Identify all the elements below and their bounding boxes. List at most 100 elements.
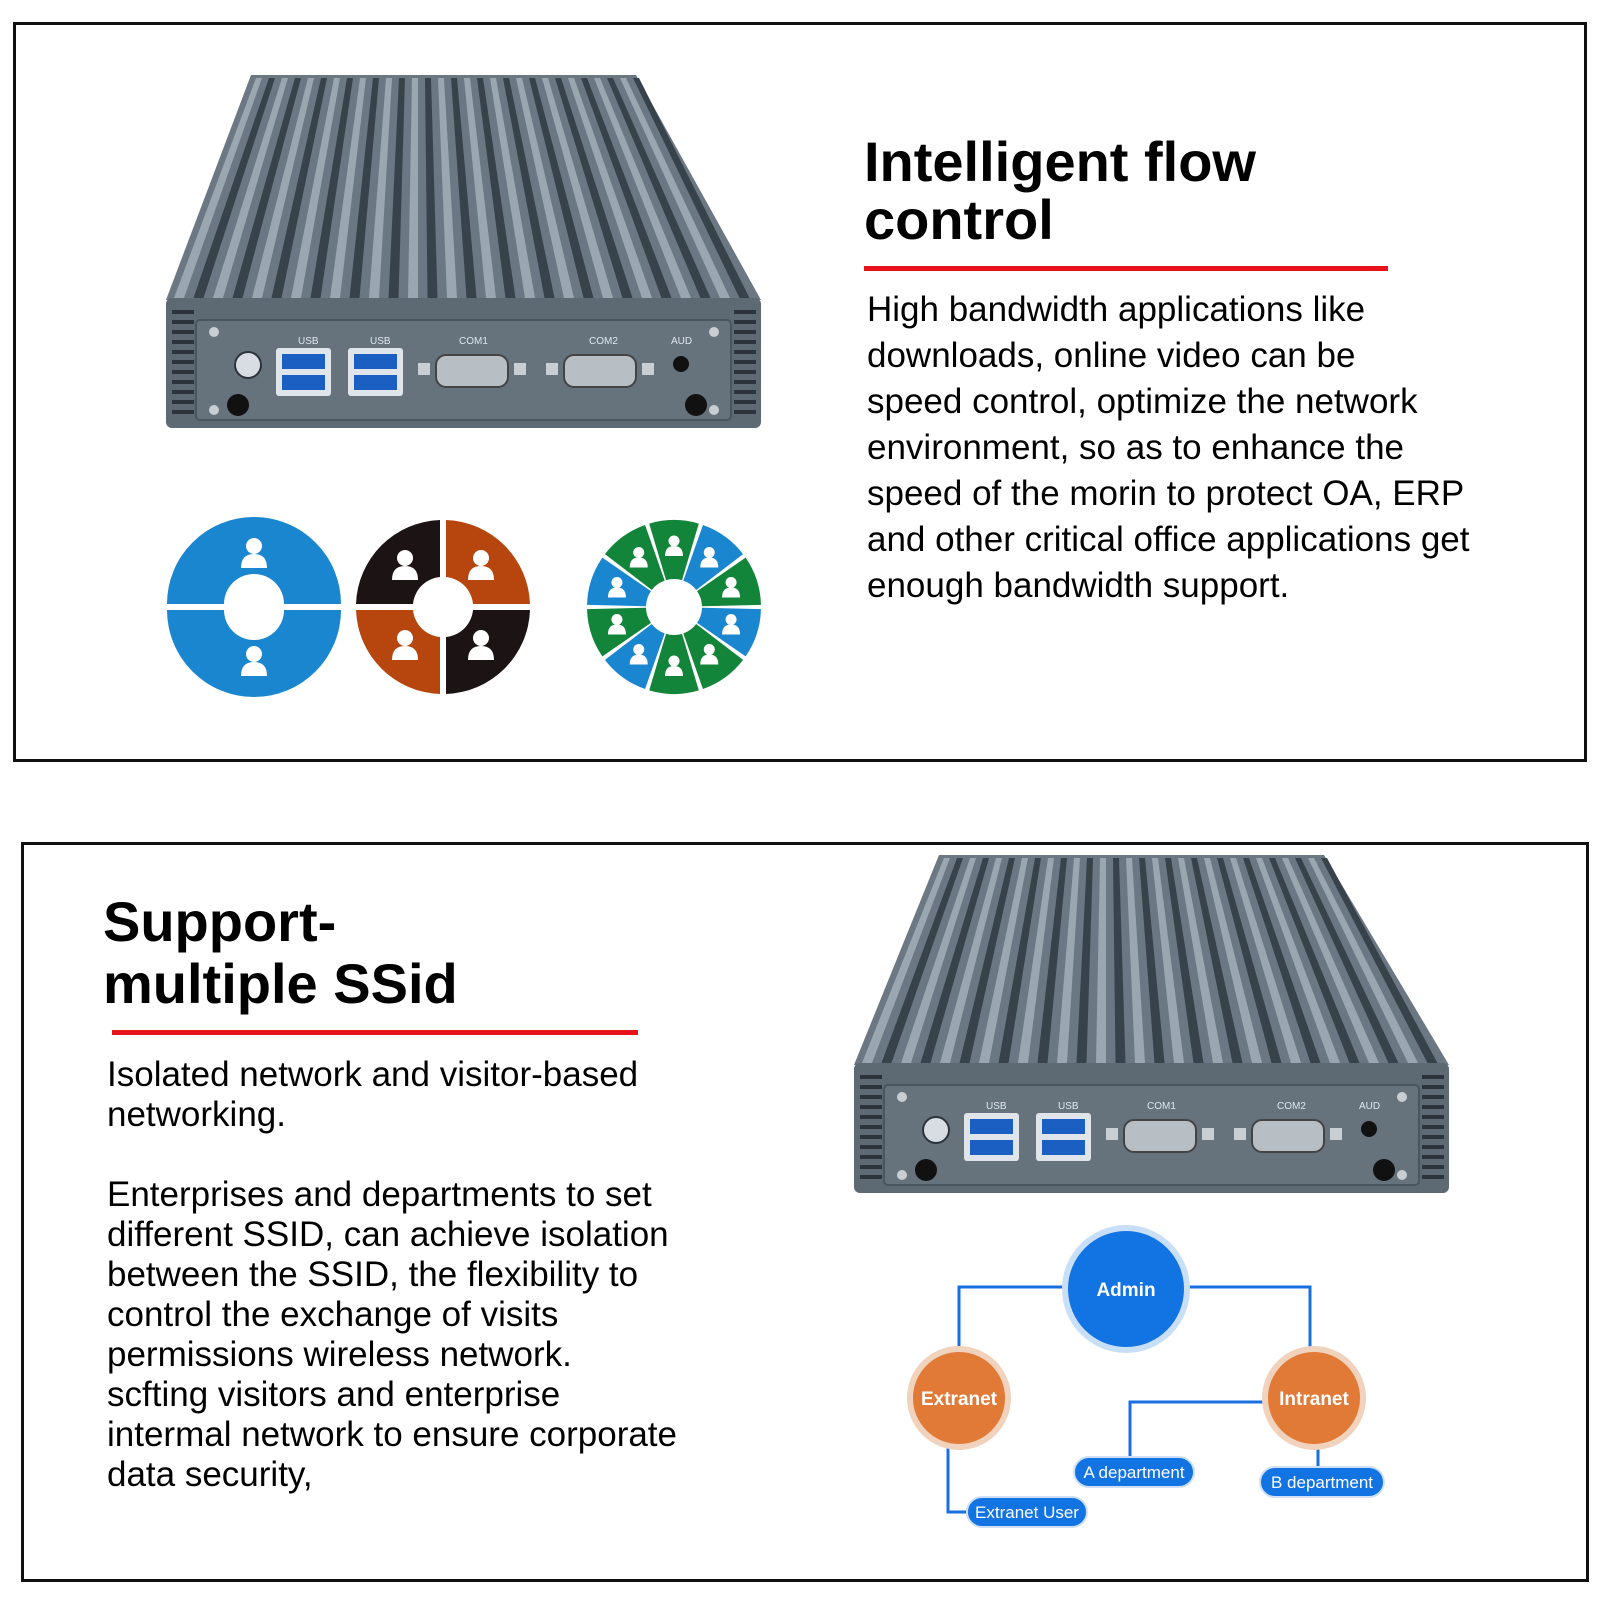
text-line: enough bandwidth support. <box>867 566 1290 605</box>
heatsink-fin <box>620 78 730 298</box>
text-line: speed control, optimize the network <box>867 382 1418 421</box>
heatsink-fin <box>477 78 516 298</box>
heatsink-fin <box>1178 858 1223 1063</box>
ten-group-wheel <box>587 520 761 694</box>
heatsink-fin <box>425 78 438 298</box>
heatsink-fin <box>1308 858 1418 1063</box>
wheel-segment <box>683 524 744 590</box>
heatsink-fin <box>1230 858 1301 1063</box>
heatsink-fin <box>998 858 1041 1063</box>
text-line: High bandwidth applications like <box>867 290 1366 329</box>
text-line: different SSID, can achieve isolation <box>107 1215 669 1254</box>
heatsink-fin <box>232 78 301 298</box>
heatsink-fin <box>1217 858 1282 1063</box>
extranet-label: Extranet <box>921 1389 998 1410</box>
heatsink-fin <box>1204 858 1262 1063</box>
section-description: High bandwidth applications like downloa… <box>867 287 1470 609</box>
flow-control-panel: USB USB COM1 COM2 AUD <box>13 22 1587 762</box>
heatsink-fin <box>920 858 989 1063</box>
heading-line: multiple SSid <box>103 952 458 1015</box>
b-department-pill: B department <box>1259 1466 1385 1498</box>
heatsink-fin <box>1269 858 1360 1063</box>
section-intro: Isolated network and visitor-based netwo… <box>107 1055 638 1135</box>
heatsink-fin <box>388 78 405 298</box>
red-divider <box>864 266 1388 271</box>
heatsink-fin <box>1096 858 1106 1063</box>
extranet-node: Extranet <box>907 1346 1011 1450</box>
text-line: downloads, online video can be <box>867 336 1356 375</box>
text-line: environment, so as to enhance the <box>867 428 1405 467</box>
text-line: between the SSID, the flexibility to <box>107 1255 639 1294</box>
heatsink-fin <box>1126 858 1145 1063</box>
user-groups-illustration <box>156 515 776 710</box>
heatsink-fins <box>862 858 1438 1063</box>
aud-label: AUD <box>671 336 692 347</box>
power-icon <box>234 351 262 379</box>
heatsink-fin <box>542 78 613 298</box>
text-line: Isolated network and visitor-based <box>107 1055 639 1094</box>
heatsink-fin <box>581 78 672 298</box>
heatsink-fin <box>568 78 652 298</box>
usb-label: USB <box>1058 1101 1079 1112</box>
two-group-wheel <box>167 517 341 697</box>
mini-pc-image: USB USB COM1 COM2 AUD <box>156 70 776 465</box>
heatsink-fin <box>451 78 477 298</box>
text-line: and other critical office applications g… <box>867 520 1470 559</box>
heading-line: control <box>864 188 1054 251</box>
heatsink-fin <box>1037 858 1067 1063</box>
a-department-pill: A department <box>1073 1456 1195 1488</box>
heatsink-fin <box>1243 858 1321 1063</box>
text-line: Enterprises and departments to set <box>107 1175 652 1214</box>
heatsink-fin <box>1113 858 1126 1063</box>
b-department-label: B department <box>1271 1473 1373 1492</box>
power-icon <box>922 1116 950 1144</box>
heatsink-fin <box>881 858 963 1063</box>
heatsink-fin <box>174 78 262 298</box>
heatsink-fin <box>1057 858 1080 1063</box>
heatsink-fin <box>1282 858 1379 1063</box>
usb-label: USB <box>986 1101 1007 1112</box>
admin-node: Admin <box>1062 1225 1190 1353</box>
section-heading: Support- multiple SSid <box>103 891 458 1015</box>
heatsink-fin <box>503 78 555 298</box>
heatsink-fin <box>1152 858 1184 1063</box>
heatsink-fin <box>193 78 275 298</box>
com1-label: COM1 <box>1147 1101 1176 1112</box>
four-group-wheel <box>356 520 530 694</box>
heatsink-fin <box>438 78 457 298</box>
heatsink-fin <box>1165 858 1204 1063</box>
heatsink-fin <box>1295 858 1399 1063</box>
intranet-label: Intranet <box>1279 1389 1349 1410</box>
text-line: permissions wireless network. <box>107 1335 572 1374</box>
extranet-user-pill: Extranet User <box>966 1496 1088 1528</box>
heatsink-fin <box>516 78 574 298</box>
heatsink-fin <box>1076 858 1093 1063</box>
heatsink-fin <box>555 78 633 298</box>
section-description: Enterprises and departments to set diffe… <box>107 1175 677 1495</box>
heading-line: Support- <box>103 890 337 953</box>
heatsink-fin <box>369 78 392 298</box>
connector-lines <box>946 1285 1320 1514</box>
heatsink-fin <box>330 78 366 298</box>
heatsink-fin <box>594 78 691 298</box>
heatsink-fin <box>310 78 353 298</box>
heatsink-fin <box>1256 858 1340 1063</box>
heatsink-fin <box>213 78 288 298</box>
a-department-label: A department <box>1083 1463 1184 1482</box>
multiple-ssid-panel: Support- multiple SSid Isolated network … <box>21 842 1589 1582</box>
extranet-user-label: Extranet User <box>975 1503 1079 1522</box>
heatsink-fin <box>607 78 711 298</box>
heatsink-fin <box>1018 858 1054 1063</box>
heading-line: Intelligent flow <box>864 130 1256 193</box>
text-line: scfting visitors and enterprise <box>107 1375 561 1414</box>
admin-label: Admin <box>1096 1280 1155 1301</box>
heatsink-fin <box>490 78 535 298</box>
heatsink-fin <box>959 858 1015 1063</box>
text-line: networking. <box>107 1095 286 1134</box>
red-divider <box>112 1030 638 1035</box>
text-line: intermal network to ensure corporate <box>107 1415 677 1454</box>
text-line: speed of the morin to protect OA, ERP <box>867 474 1465 513</box>
text-line: data security, <box>107 1455 313 1494</box>
heatsink-fin <box>464 78 496 298</box>
heatsink-fin <box>901 858 976 1063</box>
